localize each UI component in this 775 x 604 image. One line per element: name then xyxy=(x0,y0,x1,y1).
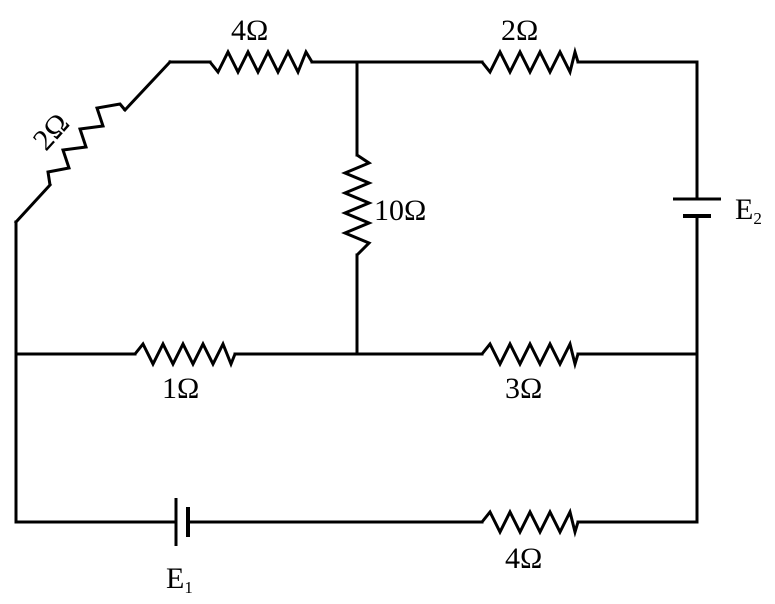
resistor-top-left-4ohm-symbol xyxy=(208,48,314,76)
label-battery-e2-subscript: 2 xyxy=(753,209,762,228)
resistor-diagonal-2ohm-symbol xyxy=(46,102,127,186)
label-resistor-middle-left-1ohm: 1Ω xyxy=(162,372,199,405)
resistor-bottom-4ohm-symbol xyxy=(480,507,580,538)
label-resistor-bottom-4ohm: 4Ω xyxy=(505,542,542,575)
resistor-vertical-10ohm-symbol xyxy=(341,153,373,257)
label-resistor-top-right-2ohm: 2Ω xyxy=(501,14,538,47)
label-resistor-middle-right-3ohm: 3Ω xyxy=(505,372,542,405)
wire-diagonal-lower xyxy=(13,182,53,225)
label-battery-e1-subscript: 1 xyxy=(184,578,193,597)
resistor-middle-left-1ohm-symbol xyxy=(133,340,237,369)
wire-diagonal-upper xyxy=(122,59,173,113)
labels: 2Ω 4Ω 2Ω 10Ω 1Ω 3Ω 4Ω E1 E2 xyxy=(27,14,762,597)
resistors xyxy=(46,46,580,538)
label-resistor-vertical-10ohm: 10Ω xyxy=(374,194,426,227)
label-resistor-top-left-4ohm: 4Ω xyxy=(231,14,268,47)
battery-e1-symbol xyxy=(174,498,190,546)
resistor-top-right-2ohm-symbol xyxy=(480,46,580,77)
wires xyxy=(13,59,699,524)
label-battery-e2: E2 xyxy=(735,193,762,228)
battery-e2-symbol xyxy=(673,197,721,218)
label-battery-e2-letter: E xyxy=(735,193,753,226)
label-battery-e1: E1 xyxy=(166,562,193,597)
resistor-middle-right-3ohm-symbol xyxy=(480,339,580,370)
label-battery-e1-letter: E xyxy=(166,562,184,595)
